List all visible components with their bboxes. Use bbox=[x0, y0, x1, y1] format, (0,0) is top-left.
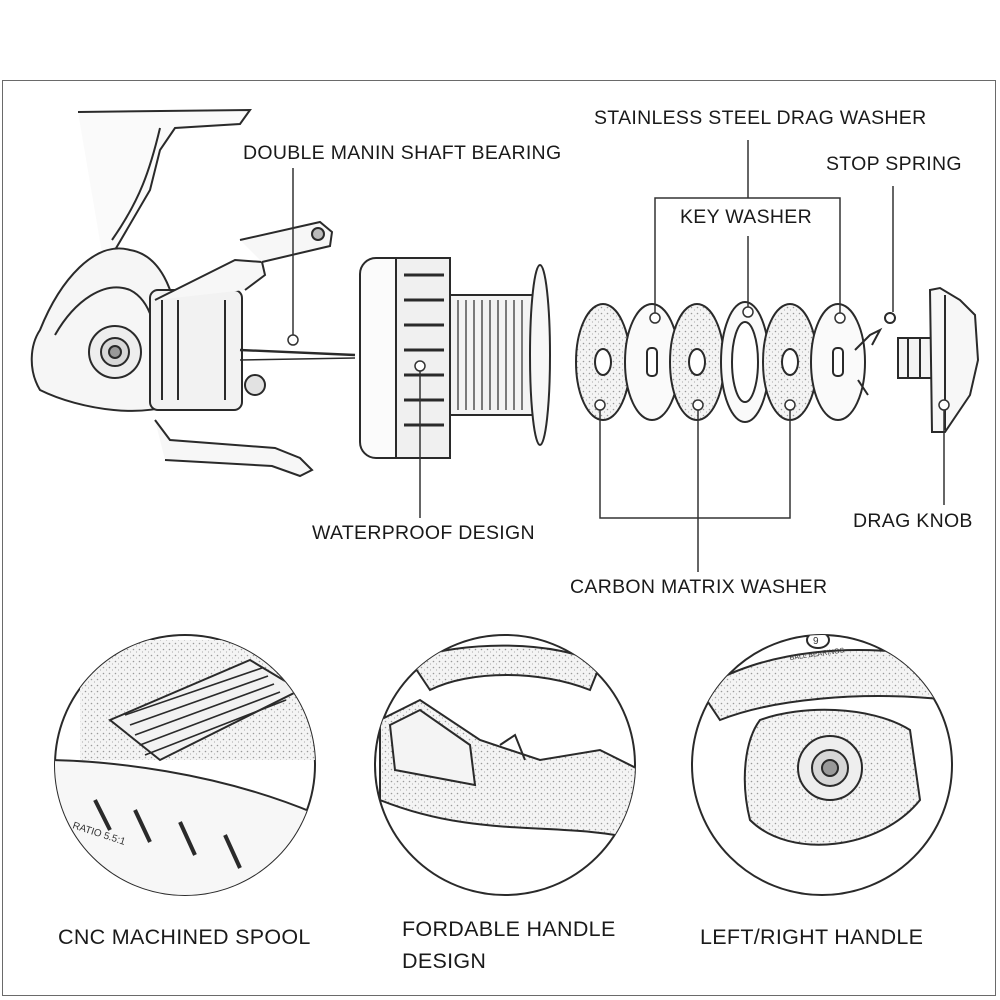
bearing-count-label: 9 bbox=[813, 636, 819, 647]
detail-left-right-handle: 9 BALL BEARINGS bbox=[691, 634, 953, 896]
label-stop-spring: STOP SPRING bbox=[826, 153, 962, 175]
label-waterproof-design: WATERPROOF DESIGN bbox=[312, 522, 535, 544]
leader-lines bbox=[292, 140, 945, 572]
label-drag-knob: DRAG KNOB bbox=[853, 510, 973, 532]
drag-knob-illustration bbox=[897, 286, 980, 433]
caption-foldable-handle-line2: DESIGN bbox=[402, 949, 487, 973]
spool-illustration bbox=[359, 257, 551, 459]
caption-foldable-handle-line1: FORDABLE HANDLE bbox=[402, 917, 616, 941]
leader-dots bbox=[287, 306, 950, 411]
label-key-washer: KEY WASHER bbox=[680, 206, 812, 228]
label-double-main-shaft-bearing: DOUBLE MANIN SHAFT BEARING bbox=[243, 142, 562, 164]
washer-stack-illustration bbox=[575, 301, 896, 423]
label-carbon-matrix-washer: CARBON MATRIX WASHER bbox=[570, 576, 828, 598]
diagram-frame bbox=[2, 80, 996, 996]
caption-left-right-handle: LEFT/RIGHT HANDLE bbox=[700, 925, 924, 949]
caption-cnc-machined-spool: CNC MACHINED SPOOL bbox=[58, 925, 311, 949]
reel-body-illustration bbox=[30, 108, 356, 478]
detail-spool: RATIO 5.5:1 bbox=[54, 634, 316, 896]
detail-foldable-handle bbox=[374, 634, 636, 896]
label-stainless-steel-drag-washer: STAINLESS STEEL DRAG WASHER bbox=[594, 107, 927, 129]
